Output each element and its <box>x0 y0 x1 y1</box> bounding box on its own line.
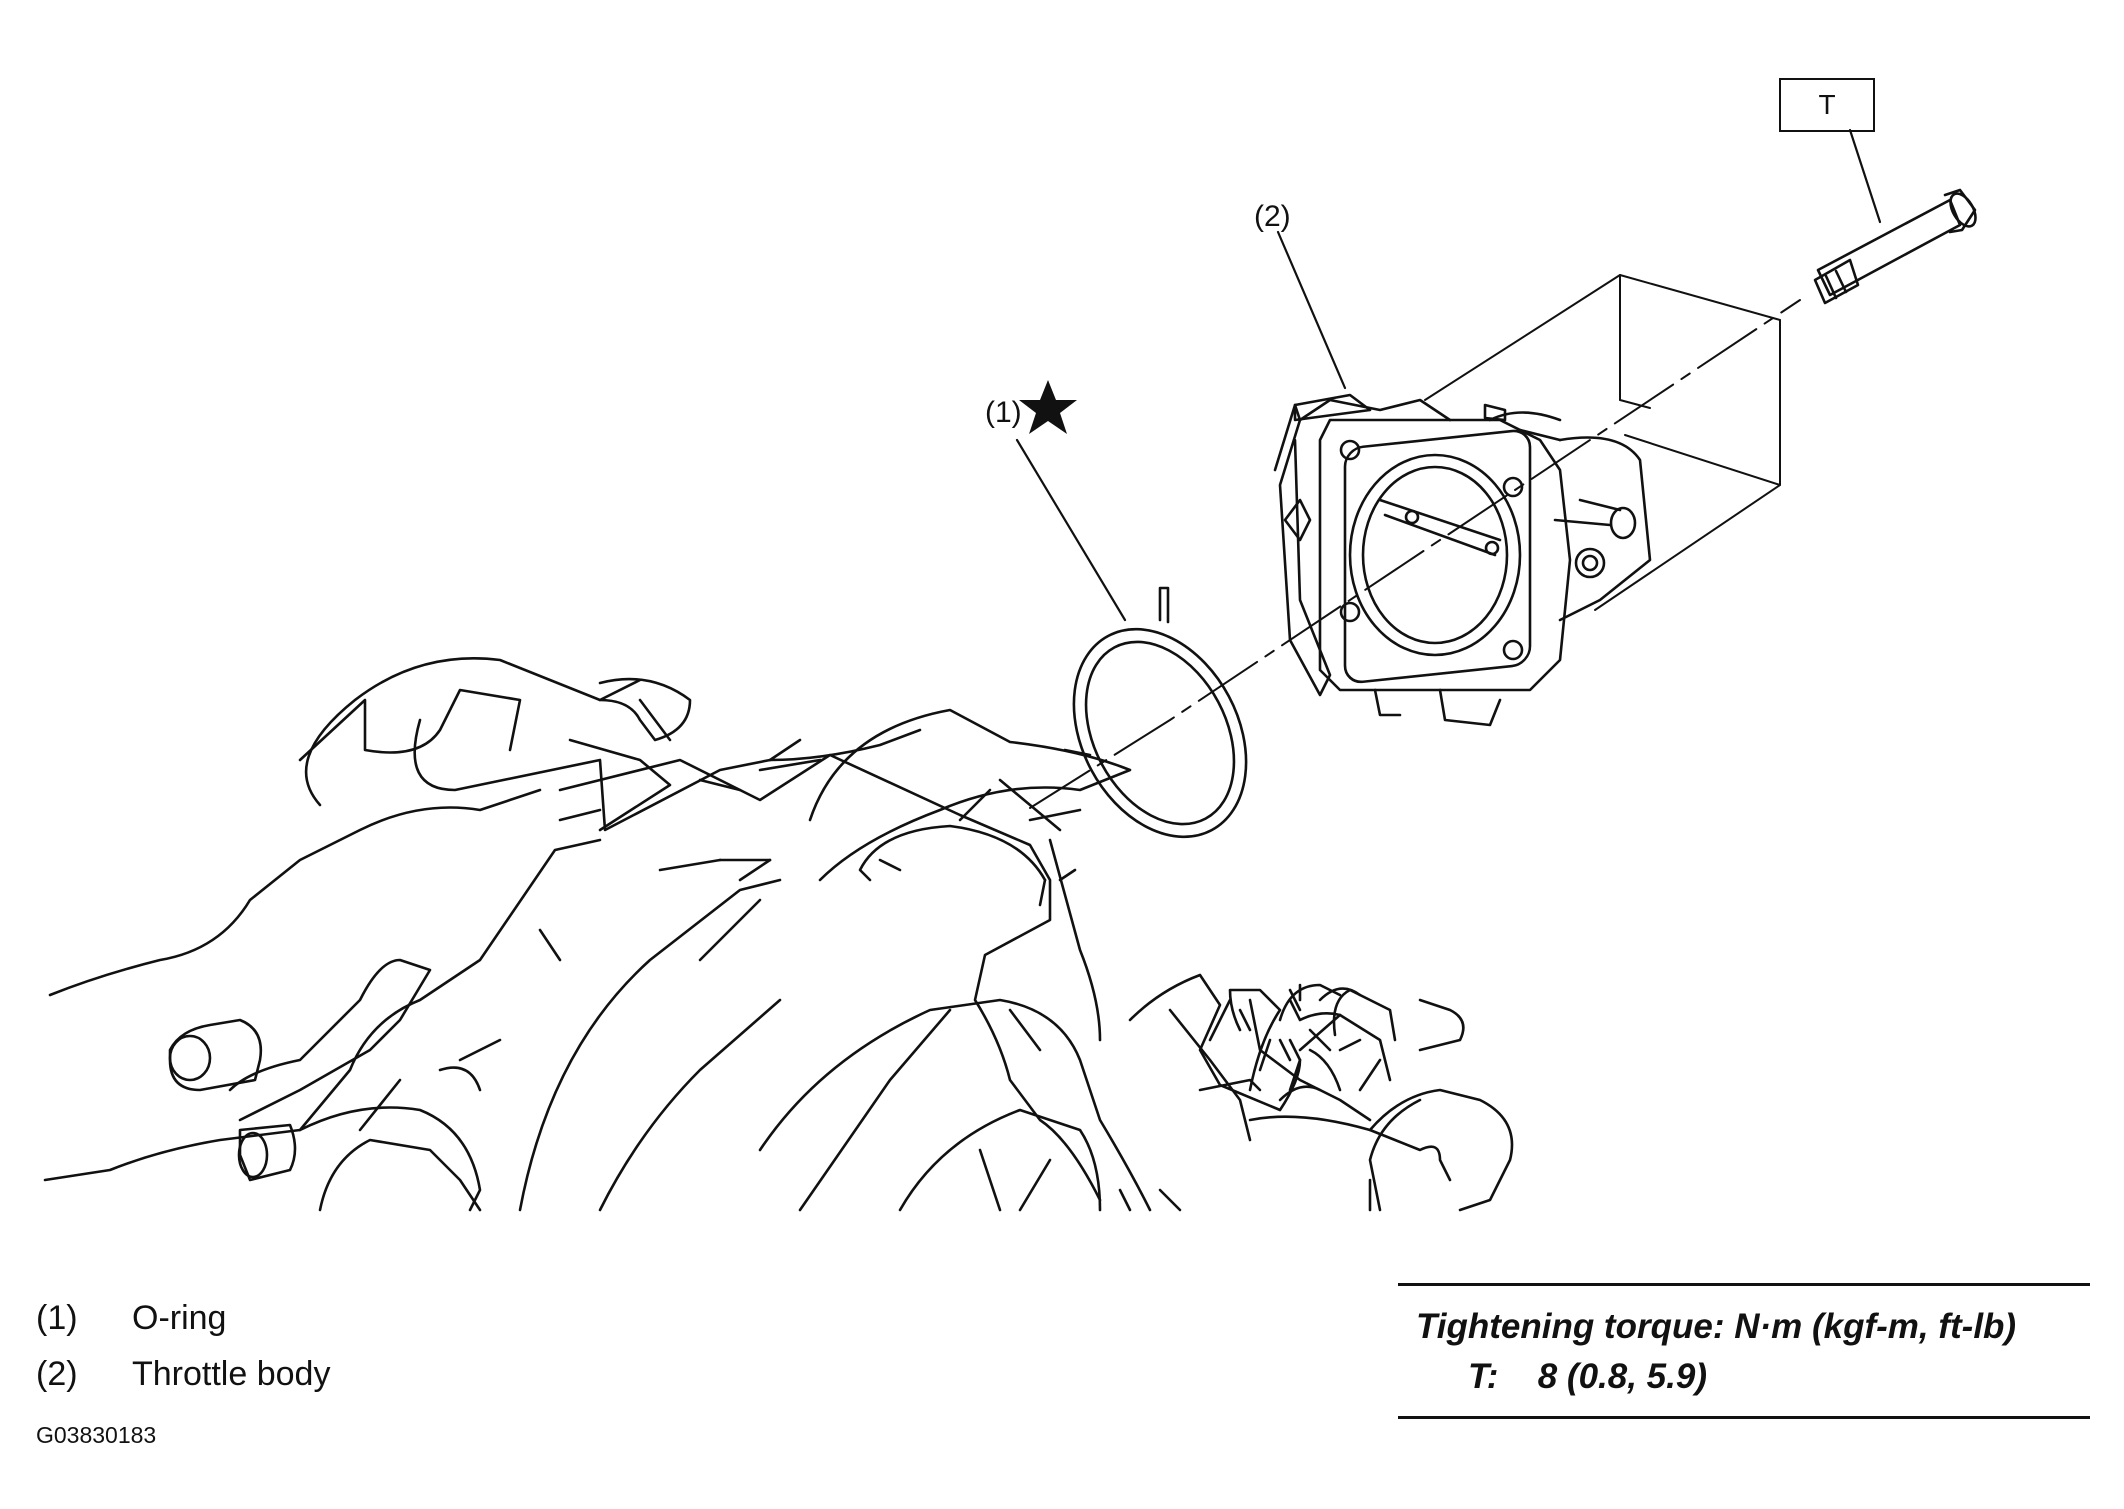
legend-label: Throttle body <box>132 1354 331 1393</box>
figure-id: G03830183 <box>36 1422 157 1448</box>
star-icon <box>1019 380 1077 434</box>
installation-guide-lines <box>1029 274 1801 809</box>
parts-legend: (1) O-ring (2) Throttle body <box>36 1290 330 1402</box>
legend-label: O-ring <box>132 1298 227 1337</box>
legend-item: (1) O-ring <box>36 1290 330 1346</box>
torque-value: 8 (0.8, 5.9) <box>1537 1357 1707 1396</box>
torque-label: T: <box>1468 1357 1499 1396</box>
legend-number: (1) <box>36 1298 78 1337</box>
leader-lines <box>1015 128 1882 622</box>
callout-o-ring: (1) <box>985 396 1022 429</box>
torque-row: T: 8 (0.8, 5.9) <box>1398 1352 2090 1402</box>
throttle-body-drawing <box>1273 393 1652 727</box>
callout-throttle-body: (2) <box>1254 200 1291 233</box>
legend-item: (2) Throttle body <box>36 1346 330 1402</box>
bolt-drawing <box>1813 188 1977 305</box>
legend-number: (2) <box>36 1354 78 1393</box>
torque-callout-box: T <box>1779 78 1875 132</box>
torque-spec-table: Tightening torque: N·m (kgf-m, ft-lb) T:… <box>1398 1283 2090 1419</box>
intake-manifold <box>43 657 1514 1212</box>
torque-header: Tightening torque: N·m (kgf-m, ft-lb) <box>1416 1307 2017 1346</box>
